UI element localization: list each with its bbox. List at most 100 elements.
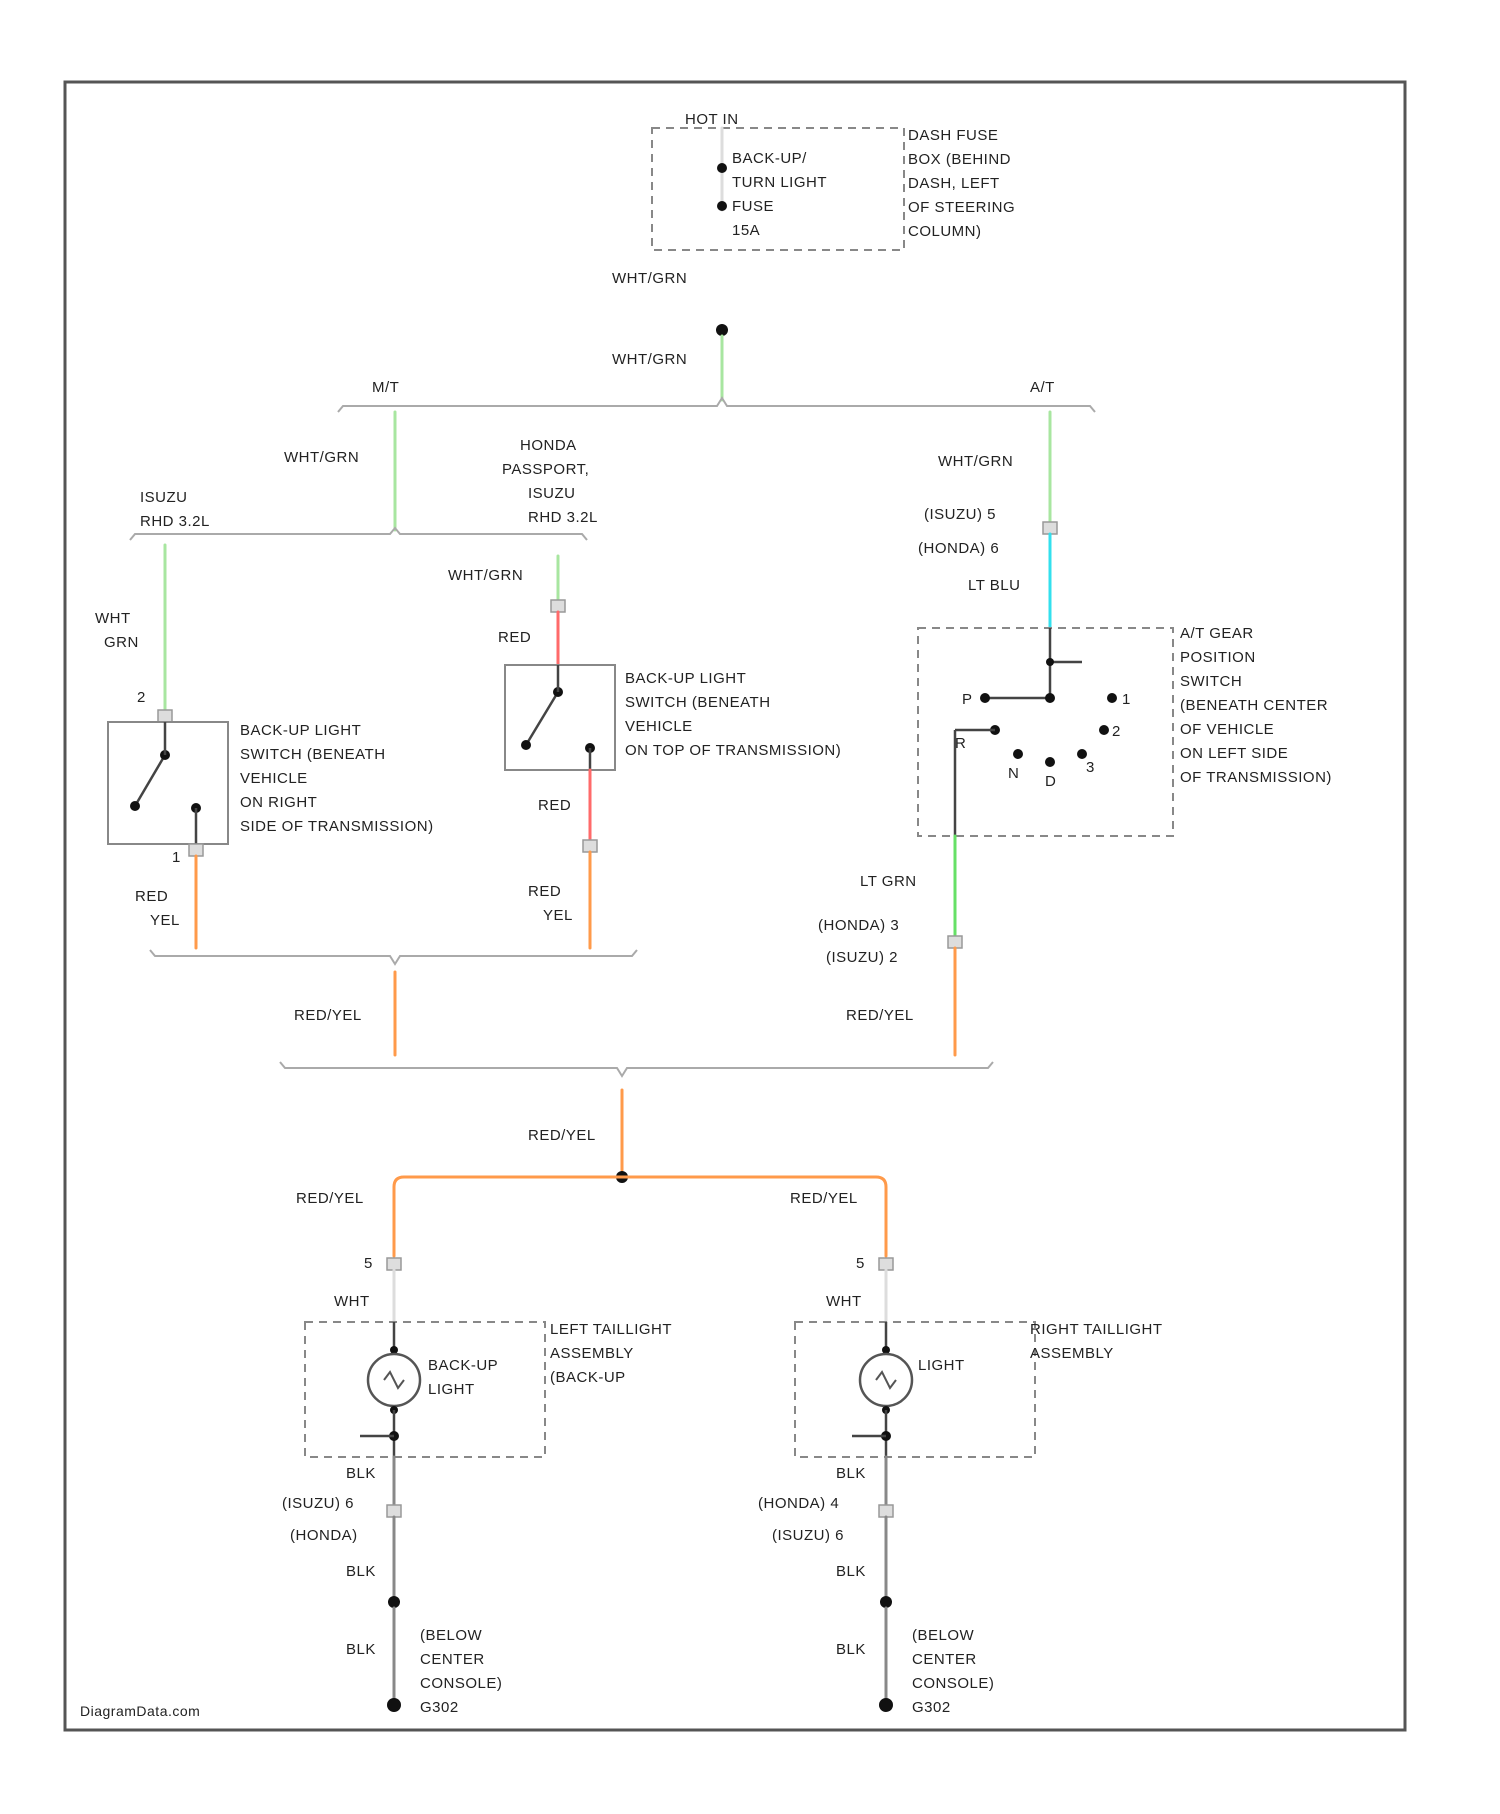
left-switch-desc-5: SIDE OF TRANSMISSION) bbox=[240, 818, 434, 835]
left-lamp-label-2: LIGHT bbox=[428, 1381, 475, 1398]
left-lamp-label-1: BACK-UP bbox=[428, 1357, 498, 1374]
gear-contact-3 bbox=[1077, 749, 1087, 759]
pin-right-gnd-isuzu: (ISUZU) 6 bbox=[772, 1527, 844, 1544]
connector-right-gnd bbox=[879, 1505, 893, 1517]
left-backup-switch bbox=[108, 722, 228, 844]
right-ground-desc-1: (BELOW bbox=[912, 1627, 975, 1644]
wire-label-mid-wht-grn: WHT/GRN bbox=[448, 567, 523, 584]
brace-mt-join bbox=[150, 950, 637, 964]
gear-switch-desc-7: OF TRANSMISSION) bbox=[1180, 769, 1332, 786]
right-taillight-outline bbox=[795, 1322, 1035, 1457]
left-ground-desc-1: (BELOW bbox=[420, 1627, 483, 1644]
fuse-location-2: BOX (BEHIND bbox=[908, 151, 1011, 168]
pin-right-gnd-honda: (HONDA) 4 bbox=[758, 1495, 839, 1512]
fuse-location-3: DASH, LEFT bbox=[908, 175, 1000, 192]
right-ground-icon bbox=[879, 1698, 893, 1712]
wire-label-right-tail-wht: WHT bbox=[826, 1293, 862, 1310]
wire-label-at-lt-blu: LT BLU bbox=[968, 577, 1020, 594]
fuse-label-3: FUSE bbox=[732, 198, 774, 215]
branch-at-label: A/T bbox=[1030, 379, 1055, 396]
gear-pos-2: 2 bbox=[1112, 723, 1121, 740]
fuse-terminal-top bbox=[717, 163, 727, 173]
middle-switch-outline bbox=[505, 665, 615, 770]
middle-switch-lever bbox=[526, 692, 558, 745]
wire-label-left-tail-red-yel: RED/YEL bbox=[296, 1190, 364, 1207]
pin-left-sw-out: 1 bbox=[172, 849, 181, 866]
pin-isuzu-at-out: (ISUZU) 2 bbox=[826, 949, 898, 966]
wire-label-right-tail-red-yel: RED/YEL bbox=[790, 1190, 858, 1207]
left-ground-icon bbox=[387, 1698, 401, 1712]
gear-pos-r: R bbox=[955, 735, 966, 752]
wire-label-top-1: WHT/GRN bbox=[612, 270, 687, 287]
gear-switch-desc-3: SWITCH bbox=[1180, 673, 1242, 690]
gear-switch-desc-4: (BENEATH CENTER bbox=[1180, 697, 1328, 714]
middle-switch-desc-3: VEHICLE bbox=[625, 718, 693, 735]
left-gnd-splice bbox=[388, 1596, 400, 1608]
gear-switch-desc-5: OF VEHICLE bbox=[1180, 721, 1274, 738]
pin-left-gnd-isuzu: (ISUZU) 6 bbox=[282, 1495, 354, 1512]
fuse-label-1: BACK-UP/ bbox=[732, 150, 807, 167]
connector-left-sw-out bbox=[189, 844, 203, 856]
fuse-box: HOT IN BACK-UP/ TURN LIGHT FUSE 15A DASH… bbox=[652, 111, 1015, 250]
left-taillight-outline bbox=[305, 1322, 545, 1457]
wire-label-mid-red-out: RED bbox=[538, 797, 571, 814]
pin-left-gnd-honda: (HONDA) bbox=[290, 1527, 358, 1544]
fuse-terminal-bottom bbox=[717, 201, 727, 211]
wire-label-mid-red-in: RED bbox=[498, 629, 531, 646]
left-switch-outline bbox=[108, 722, 228, 844]
splice-top bbox=[716, 324, 728, 336]
diagram-frame bbox=[65, 82, 1405, 1730]
right-ground-desc-3: CONSOLE) bbox=[912, 1675, 994, 1692]
wire-label-right-blk-2: BLK bbox=[836, 1563, 866, 1580]
fuse-location-5: COLUMN) bbox=[908, 223, 982, 240]
branch-honda-4: RHD 3.2L bbox=[528, 509, 598, 526]
wire-label-left-grn: GRN bbox=[104, 634, 139, 651]
wire-label-left-yel: YEL bbox=[150, 912, 180, 929]
left-tail-desc-3: (BACK-UP bbox=[550, 1369, 626, 1386]
branch-isuzu-left-1: ISUZU bbox=[140, 489, 188, 506]
middle-switch-desc-1: BACK-UP LIGHT bbox=[625, 670, 746, 687]
middle-switch-desc-2: SWITCH (BENEATH bbox=[625, 694, 771, 711]
branch-honda-3: ISUZU bbox=[528, 485, 576, 502]
wire-label-at-red-yel: RED/YEL bbox=[846, 1007, 914, 1024]
gear-pos-3: 3 bbox=[1086, 759, 1095, 776]
branch-mt-label: M/T bbox=[372, 379, 399, 396]
gear-contact-1 bbox=[1107, 693, 1117, 703]
fuse-hot-label: HOT IN bbox=[685, 111, 739, 128]
left-switch-desc-3: VEHICLE bbox=[240, 770, 308, 787]
gear-switch-hub bbox=[1045, 693, 1055, 703]
watermark: DiagramData.com bbox=[80, 1703, 200, 1719]
connector-left-tail-in bbox=[387, 1258, 401, 1270]
connector-right-tail-in bbox=[879, 1258, 893, 1270]
left-lamp-filament bbox=[384, 1372, 404, 1388]
right-lamp-label-1: LIGHT bbox=[918, 1357, 965, 1374]
middle-backup-switch bbox=[505, 665, 615, 770]
wire-label-left-tail-wht: WHT bbox=[334, 1293, 370, 1310]
left-switch-desc-4: ON RIGHT bbox=[240, 794, 317, 811]
wire-label-left-blk-3: BLK bbox=[346, 1641, 376, 1658]
connector-mid-sw-in bbox=[551, 600, 565, 612]
connector-mid-sw-out bbox=[583, 840, 597, 852]
right-gnd-splice bbox=[880, 1596, 892, 1608]
brace-mt-at bbox=[338, 398, 1095, 412]
wire-label-left-wht: WHT bbox=[95, 610, 131, 627]
wire-label-top-2: WHT/GRN bbox=[612, 351, 687, 368]
wire-label-mt: WHT/GRN bbox=[284, 449, 359, 466]
wire-right-tail-red-yel bbox=[622, 1177, 886, 1256]
left-switch-desc-2: SWITCH (BENEATH bbox=[240, 746, 386, 763]
left-taillight-assembly bbox=[305, 1322, 545, 1457]
left-tail-desc-1: LEFT TAILLIGHT bbox=[550, 1321, 672, 1338]
wire-left-tail-red-yel bbox=[394, 1177, 622, 1256]
right-ground-desc-4: G302 bbox=[912, 1699, 951, 1716]
wire-label-main-red-yel: RED/YEL bbox=[528, 1127, 596, 1144]
left-ground-desc-3: CONSOLE) bbox=[420, 1675, 502, 1692]
wire-label-left-blk-1: BLK bbox=[346, 1465, 376, 1482]
left-switch-pivot bbox=[130, 801, 140, 811]
gear-contact-p bbox=[980, 693, 990, 703]
fuse-location-4: OF STEERING bbox=[908, 199, 1015, 216]
wire-label-left-red: RED bbox=[135, 888, 168, 905]
wire-label-at-lt-grn: LT GRN bbox=[860, 873, 917, 890]
gear-pos-d: D bbox=[1045, 773, 1056, 790]
gear-switch-desc-6: ON LEFT SIDE bbox=[1180, 745, 1288, 762]
gear-contact-d bbox=[1045, 757, 1055, 767]
